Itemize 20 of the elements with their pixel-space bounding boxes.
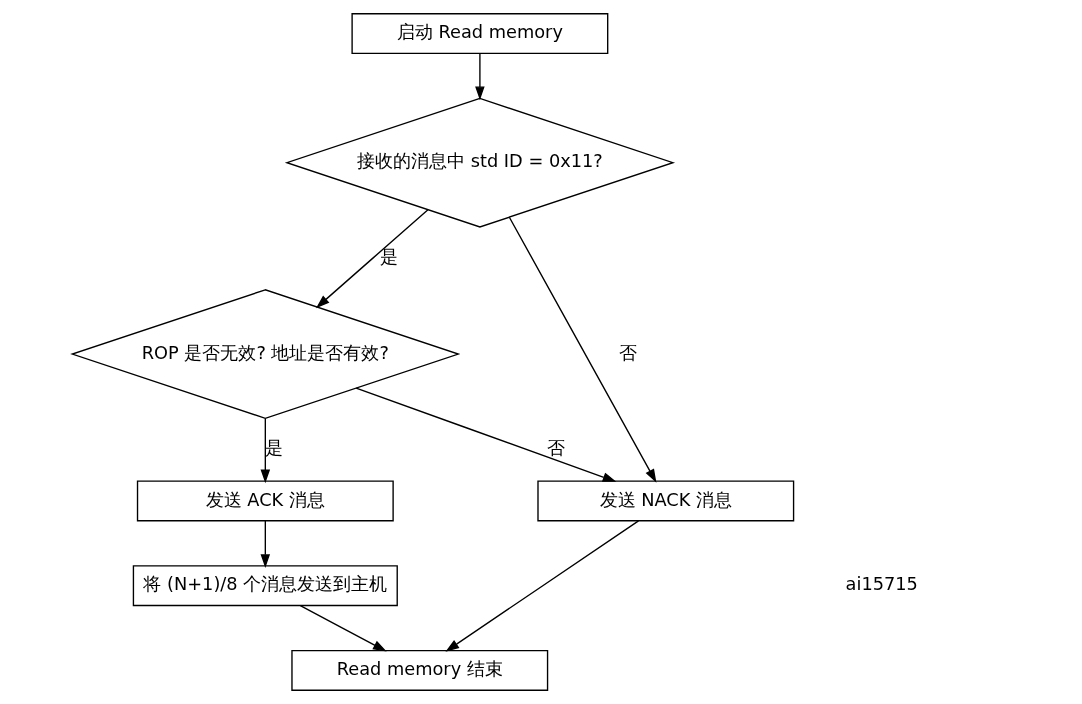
node-diamond: 接收的消息中 std ID = 0x11? bbox=[284, 97, 676, 228]
node-box: 发送 NACK 消息 bbox=[537, 480, 795, 522]
arrow bbox=[260, 417, 271, 484]
edge-label: 是 bbox=[380, 247, 399, 268]
node-diamond: ROP 是否无效? 地址是否有效? bbox=[70, 289, 461, 419]
arrow bbox=[355, 387, 617, 482]
edge-label: 是 bbox=[265, 438, 284, 459]
label: ai15715 bbox=[845, 574, 918, 595]
arrow bbox=[445, 520, 640, 652]
node-box: 启动 Read memory bbox=[351, 13, 609, 55]
node-box: Read memory 结束 bbox=[291, 649, 549, 691]
edge-label: 否 bbox=[546, 438, 565, 459]
arrow bbox=[299, 605, 387, 652]
edge-label: 否 bbox=[619, 342, 638, 363]
arrow bbox=[260, 520, 271, 568]
node-box: 发送 ACK 消息 bbox=[136, 480, 394, 522]
arrow bbox=[475, 52, 485, 101]
node-box: 将 (N+1)/8 个消息发送到主机 bbox=[132, 565, 398, 607]
arrow bbox=[315, 209, 429, 309]
arrow bbox=[508, 216, 657, 483]
